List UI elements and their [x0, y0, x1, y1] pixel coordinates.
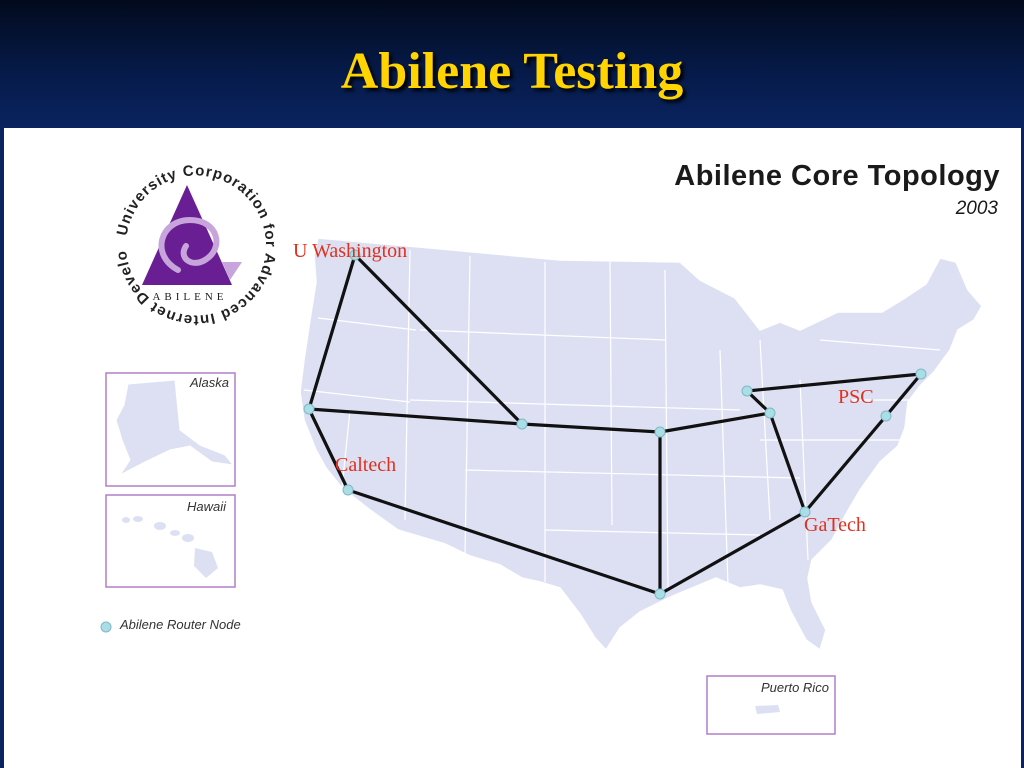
- router-node-indianapolis: [764, 407, 776, 419]
- router-node-chicago: [741, 385, 753, 397]
- logo-arrow-icon: [222, 262, 242, 280]
- map-year: 2003: [955, 198, 998, 219]
- router-node-denver: [516, 418, 528, 430]
- ucaid-logo: University Corporation for Advanced Inte…: [0, 0, 279, 329]
- router-nodes: [303, 249, 927, 600]
- logo-ring-text: University Corporation for Advanced Inte…: [0, 0, 279, 329]
- puerto-rico-shape: [755, 705, 780, 714]
- link-sunnyvale-denver: [307, 407, 524, 426]
- link-sunnyvale-losangeles: [307, 407, 350, 492]
- link-atlanta-washington: [803, 414, 888, 514]
- router-node-newyork: [915, 368, 927, 380]
- router-node-kansascity: [654, 426, 666, 438]
- label-u-washington: U Washington: [293, 240, 408, 262]
- map-title: Abilene Core Topology: [674, 160, 1000, 192]
- slide-title: Abilene Testing: [340, 43, 684, 100]
- alaska-shape: [115, 379, 235, 476]
- legend-node-icon: [100, 621, 112, 633]
- label-caltech: Caltech: [335, 454, 397, 476]
- puerto-rico-label: Puerto Rico: [761, 680, 829, 695]
- logo-name: ABILENE: [152, 291, 227, 303]
- us-map-land: [299, 237, 983, 652]
- puerto-rico-inset-frame: [706, 675, 836, 735]
- right-frame-bar: [1021, 128, 1024, 768]
- alaska-label: Alaska: [190, 375, 230, 390]
- link-newyork-washington: [884, 372, 923, 418]
- router-node-atlanta: [799, 506, 811, 518]
- link-seattle-denver: [353, 253, 524, 426]
- slide-header: [0, 0, 1024, 128]
- link-houston-atlanta: [658, 510, 807, 596]
- link-losangeles-houston: [346, 488, 662, 596]
- network-links: [307, 253, 923, 596]
- hawaii-label: Hawaii: [187, 499, 227, 514]
- legend-label: Abilene Router Node: [120, 617, 241, 632]
- router-node-sunnyvale: [303, 403, 315, 415]
- left-frame-bar: [0, 128, 4, 768]
- link-chicago-newyork: [745, 372, 923, 393]
- label-psc: PSC: [838, 386, 874, 408]
- router-node-washington: [880, 410, 892, 422]
- hawaii-islands: [122, 516, 218, 578]
- link-indianapolis-atlanta: [768, 411, 807, 514]
- link-denver-kansascity: [520, 422, 662, 434]
- logo-swirl-icon: [158, 216, 220, 273]
- label-gatech: GaTech: [804, 514, 866, 536]
- router-node-houston: [654, 588, 666, 600]
- router-node-losangeles: [342, 484, 354, 496]
- link-kansascity-indianapolis: [658, 411, 772, 434]
- link-seattle-sunnyvale: [307, 253, 357, 411]
- router-node-seattle: [349, 249, 361, 261]
- logo-triangle: [142, 185, 232, 285]
